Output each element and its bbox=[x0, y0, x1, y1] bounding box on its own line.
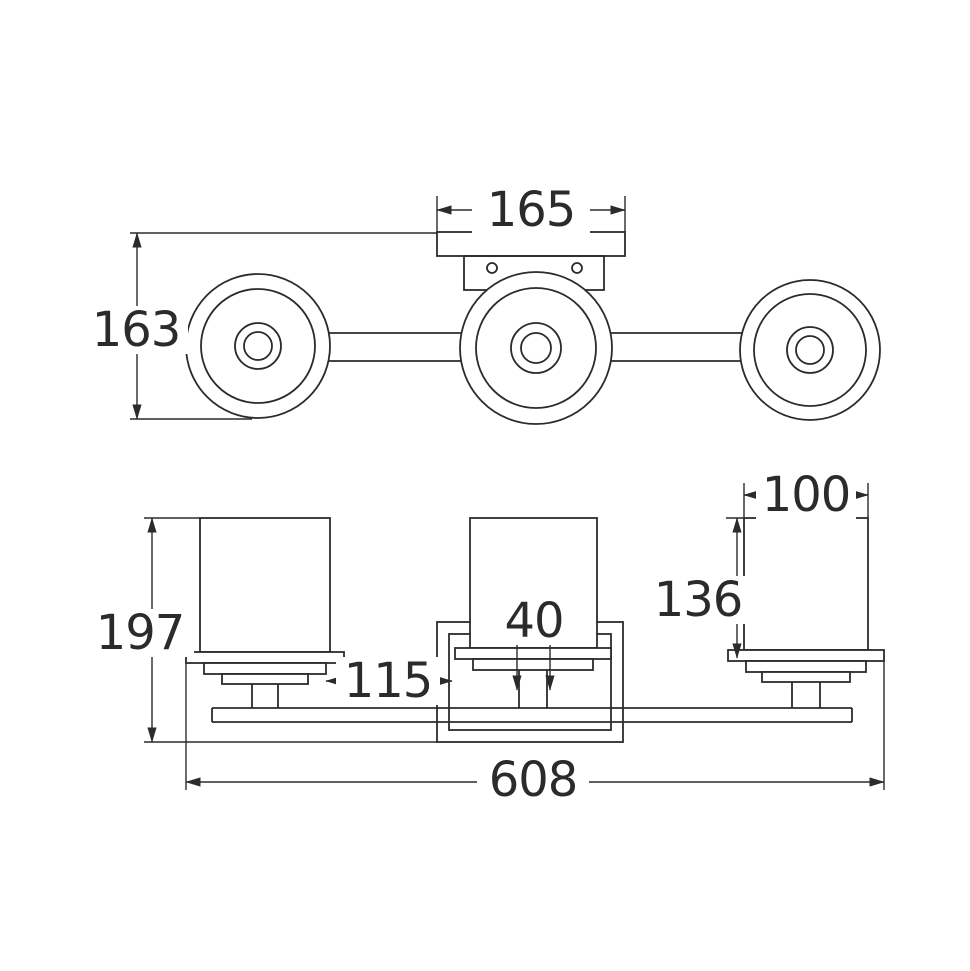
dim-label-197: 197 bbox=[96, 605, 185, 661]
front-view bbox=[185, 517, 885, 743]
dim-backplate-offset: 115 bbox=[325, 653, 453, 709]
screw-left bbox=[486, 262, 498, 274]
dim-label-136: 136 bbox=[654, 572, 743, 628]
dim-label-115: 115 bbox=[344, 653, 433, 709]
right-lamp-top bbox=[739, 279, 881, 421]
dim-label-165: 165 bbox=[487, 182, 576, 238]
dim-canopy-width: 165 bbox=[436, 182, 626, 238]
dimensions: 165 163 100 136 bbox=[84, 182, 885, 808]
left-lamp-top bbox=[185, 273, 331, 419]
center-lamp-top bbox=[459, 271, 613, 425]
right-shade bbox=[743, 517, 869, 651]
dim-overall-height: 197 bbox=[86, 517, 437, 743]
dim-overall-width: 608 bbox=[185, 661, 885, 808]
dim-label-608: 608 bbox=[489, 752, 578, 808]
right-holder bbox=[727, 649, 885, 708]
dim-shade-height: 136 bbox=[644, 517, 748, 659]
dim-overall-depth: 163 bbox=[84, 232, 437, 420]
left-holder bbox=[185, 651, 345, 708]
dim-shade-width: 100 bbox=[743, 467, 869, 523]
dim-stem-width: 40 bbox=[503, 593, 565, 691]
center-holder bbox=[454, 647, 612, 708]
left-shade bbox=[199, 517, 331, 653]
dim-label-40: 40 bbox=[504, 593, 563, 649]
mounting-bar bbox=[211, 707, 853, 723]
dim-label-163: 163 bbox=[92, 302, 181, 358]
dim-label-100: 100 bbox=[762, 467, 851, 523]
screw-right bbox=[571, 262, 583, 274]
top-view bbox=[185, 231, 881, 425]
